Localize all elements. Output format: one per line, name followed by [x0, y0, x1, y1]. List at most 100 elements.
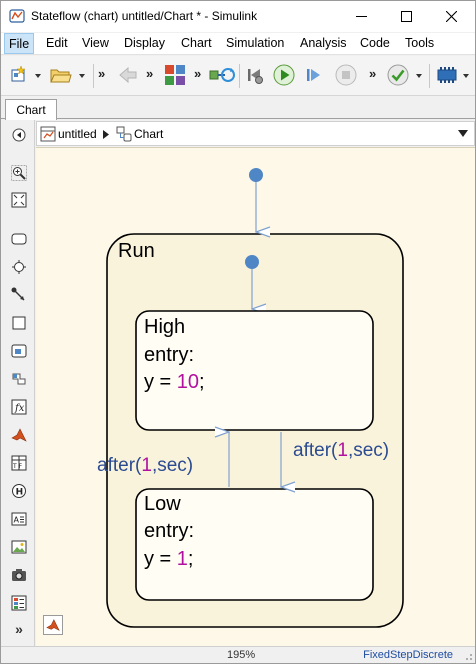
fit-to-view-icon: [11, 192, 27, 208]
check-model-button[interactable]: [386, 64, 410, 86]
zoom-in-button[interactable]: [10, 164, 28, 182]
assign-end: ;: [199, 371, 205, 393]
toolbar-overflow-1[interactable]: »: [98, 66, 106, 81]
assign-lhs: y =: [144, 371, 177, 393]
matlab-code-button[interactable]: [10, 426, 28, 444]
menu-bar: File Edit View Display Chart Simulation …: [1, 33, 475, 55]
run-button[interactable]: [272, 64, 296, 86]
transition-label-low-to-high[interactable]: after(1,sec): [97, 456, 193, 475]
screenshot-button[interactable]: [10, 566, 28, 584]
svg-text:T F: T F: [12, 463, 23, 470]
transition-fn: after(: [97, 455, 142, 476]
chevron-down-icon[interactable]: [458, 130, 468, 137]
menu-simulation[interactable]: Simulation: [226, 36, 285, 50]
update-diagram-button[interactable]: [209, 64, 235, 86]
toolbar-overflow-3[interactable]: »: [194, 66, 202, 81]
image-button[interactable]: [10, 538, 28, 556]
tab-chart[interactable]: Chart: [5, 99, 57, 120]
matlab-logo-icon: [11, 428, 27, 442]
image-icon: [11, 540, 27, 554]
menu-chart[interactable]: Chart: [181, 36, 212, 50]
toolbar-overflow-4[interactable]: »: [369, 66, 377, 81]
step-back-button[interactable]: [244, 64, 266, 86]
new-model-icon: [11, 65, 26, 82]
box-icon: [12, 316, 26, 330]
box-tool-button[interactable]: [10, 314, 28, 332]
new-model-dropdown[interactable]: [35, 74, 41, 78]
simulink-state-button[interactable]: [10, 370, 28, 388]
svg-text:fx: fx: [14, 403, 25, 414]
transition-unit: ,sec): [347, 440, 390, 461]
history-button[interactable]: H: [10, 482, 28, 500]
state-run-name: Run: [118, 240, 155, 262]
minimize-icon: [356, 16, 367, 17]
transition-label-high-to-low[interactable]: after(1,sec): [293, 441, 389, 460]
fit-to-view-button[interactable]: [10, 191, 28, 209]
zoom-in-icon: [11, 165, 27, 181]
default-transition-dot-inner[interactable]: [245, 255, 259, 269]
truth-table-button[interactable]: T F: [10, 454, 28, 472]
close-button[interactable]: [429, 1, 474, 32]
matlab-function-button[interactable]: fx: [10, 398, 28, 416]
simulink-function-button[interactable]: [10, 342, 28, 360]
history-junction-icon: H: [12, 484, 26, 498]
library-browser-icon: [165, 65, 185, 85]
back-button[interactable]: [117, 64, 139, 86]
new-model-button[interactable]: [8, 64, 30, 86]
resize-grip-icon[interactable]: [463, 651, 473, 661]
palette-overflow-button[interactable]: »: [15, 621, 23, 637]
state-high-action: y = 10;: [144, 372, 205, 392]
transition-unit: ,sec): [151, 455, 194, 476]
open-button[interactable]: [49, 64, 73, 86]
stop-button[interactable]: [334, 64, 358, 86]
chart-icon: [116, 126, 132, 142]
hardware-settings-dropdown[interactable]: [463, 74, 469, 78]
model-browser-button[interactable]: [10, 594, 28, 612]
hardware-settings-button[interactable]: [435, 64, 459, 86]
state-high[interactable]: [135, 310, 374, 431]
title-bar: Stateflow (chart) untitled/Chart * - Sim…: [1, 1, 475, 32]
annotation-icon: A: [11, 512, 27, 526]
default-transition-button[interactable]: [10, 286, 28, 304]
state-tool-button[interactable]: [10, 230, 28, 248]
step-forward-button[interactable]: [303, 64, 325, 86]
toolbar-overflow-2[interactable]: »: [146, 66, 154, 81]
default-transition-dot-outer[interactable]: [249, 168, 263, 182]
menu-display[interactable]: Display: [124, 36, 165, 50]
toolbar: » » »: [1, 56, 475, 96]
maximize-button[interactable]: [384, 1, 429, 32]
library-browser-button[interactable]: [163, 64, 187, 86]
menu-tools[interactable]: Tools: [405, 36, 435, 50]
minimize-button[interactable]: [339, 1, 384, 32]
open-dropdown[interactable]: [79, 74, 85, 78]
breadcrumb-chart[interactable]: Chart: [134, 127, 164, 141]
menu-edit[interactable]: Edit: [46, 36, 68, 50]
menu-view[interactable]: View: [82, 36, 109, 50]
assign-end: ;: [187, 548, 194, 570]
hide-palette-button[interactable]: [10, 126, 28, 144]
show-model-browser-button[interactable]: [43, 615, 63, 635]
menu-file[interactable]: File: [4, 33, 35, 54]
open-folder-icon: [50, 69, 72, 83]
zoom-level: 195%: [227, 649, 256, 661]
state-low[interactable]: [135, 488, 374, 601]
history-junction-button[interactable]: [10, 258, 28, 276]
state-icon: [11, 233, 27, 245]
menu-code[interactable]: Code: [360, 36, 390, 50]
menu-analysis[interactable]: Analysis: [300, 36, 347, 50]
junction-icon: [12, 260, 26, 274]
annotation-button[interactable]: A: [10, 510, 28, 528]
state-low-name: Low: [144, 493, 181, 515]
chart-canvas[interactable]: Run High entry: y = 10; Low entry: y = 1…: [36, 147, 475, 646]
check-model-dropdown[interactable]: [416, 74, 422, 78]
back-icon: [119, 66, 137, 84]
explorer-bar: untitled Chart: [36, 121, 475, 146]
solver-link[interactable]: FixedStepDiscrete: [363, 649, 453, 661]
breadcrumb-model[interactable]: untitled: [58, 127, 97, 141]
breadcrumb-separator-icon: [103, 130, 109, 139]
stop-icon: [335, 64, 357, 86]
state-high-name: High: [144, 316, 186, 338]
chart-diagram: [106, 168, 404, 628]
simulink-state-icon: [12, 373, 26, 385]
status-bar: 195% FixedStepDiscrete: [1, 646, 475, 663]
